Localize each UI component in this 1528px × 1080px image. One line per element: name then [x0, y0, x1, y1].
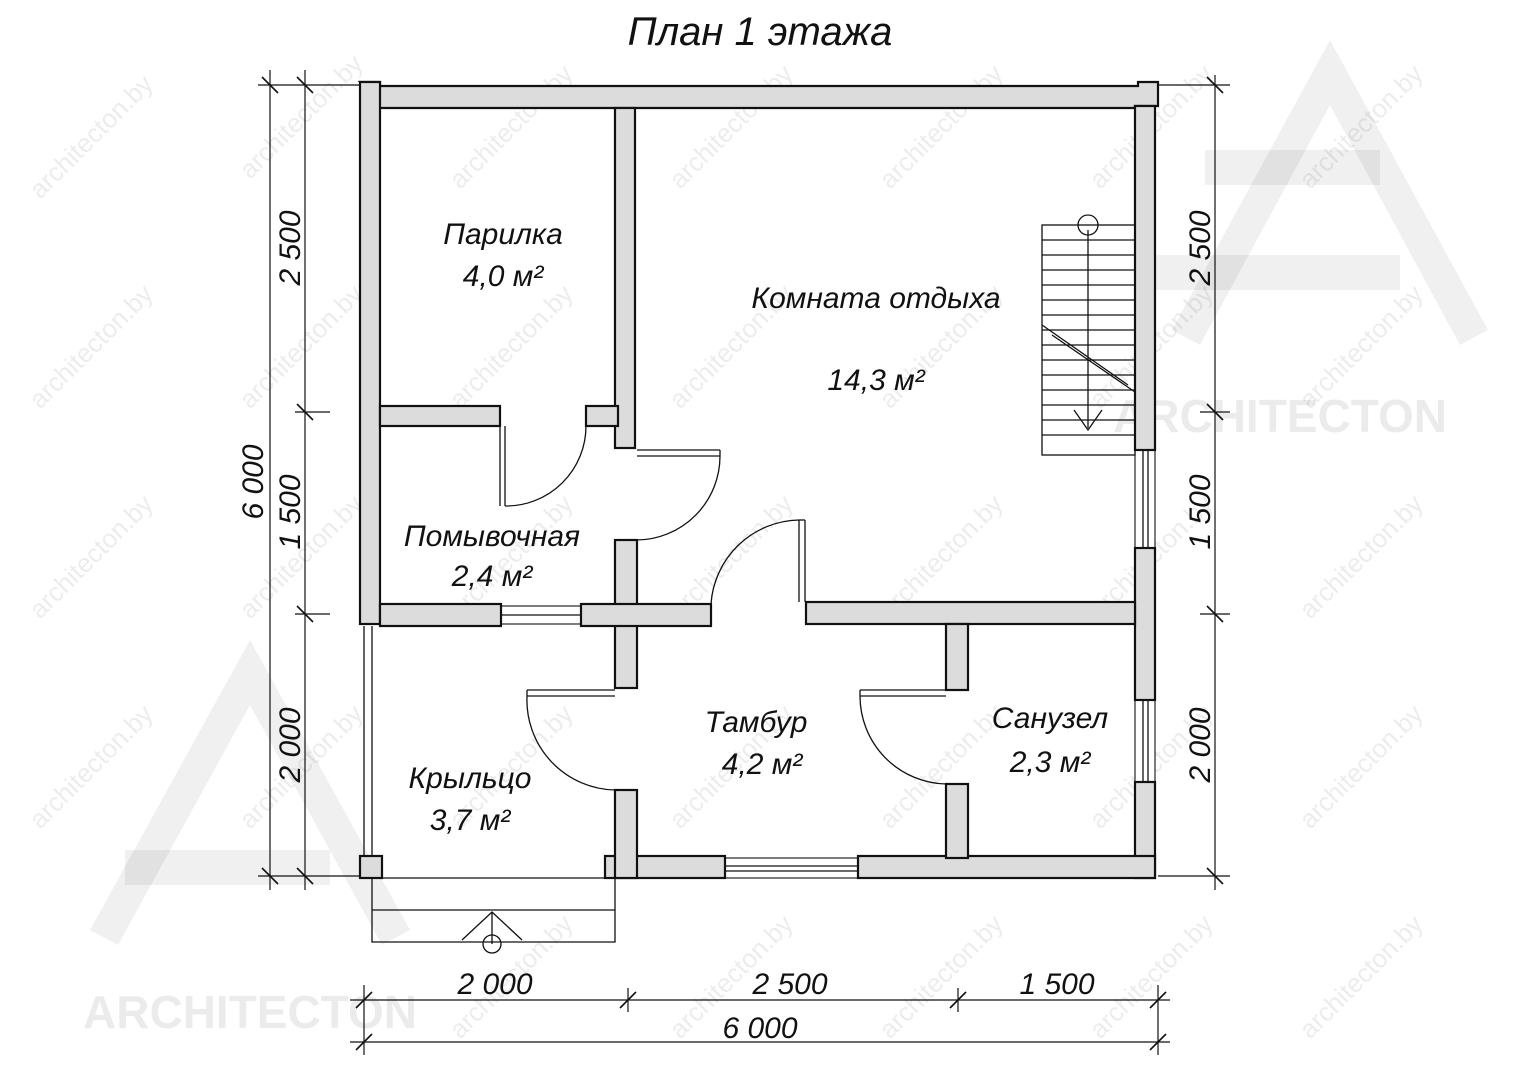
room-area-steam: 4,0 м² [463, 260, 545, 293]
watermark-url: architecton.by [663, 59, 799, 195]
outer-wall-bottom-right [856, 854, 1157, 880]
watermark-url: architecton.by [23, 699, 159, 835]
watermark-logo-left: ARCHITECTON [83, 640, 417, 1038]
watermark-url: architecton.by [1293, 489, 1429, 625]
dim-bottom-part-1: 2 000 [456, 968, 532, 1001]
watermark-url: architecton.by [443, 59, 579, 195]
room-area-bathroom: 2,3 м² [1009, 746, 1092, 779]
plan-title: План 1 этажа [628, 10, 893, 54]
watermark-url: architecton.by [1293, 699, 1429, 835]
door-steam-room [499, 416, 587, 507]
door-wash-room [636, 449, 721, 541]
stair-start-marker [1077, 214, 1099, 236]
partition-steam-lounge [613, 106, 637, 450]
watermark-url: architecton.by [873, 909, 1009, 1045]
dim-left-total: 6 000 [237, 444, 270, 519]
dimensions-right: 2 500 1 500 2 000 [1158, 75, 1230, 890]
walls [357, 80, 1160, 880]
window-lounge [1134, 449, 1156, 549]
partition-wash-porch [378, 602, 503, 628]
partition-steam-wash-left [378, 404, 502, 428]
dim-bottom-part-2: 2 500 [751, 968, 827, 1001]
outer-wall-top [357, 80, 1160, 110]
window-bathroom [1134, 699, 1156, 783]
room-labels: Парилка 4,0 м² Комната отдыха 14,3 м² По… [404, 218, 1108, 837]
dim-bottom-part-3: 1 500 [1019, 968, 1094, 1001]
watermark-url: architecton.by [1083, 909, 1219, 1045]
watermark-url: architecton.by [873, 59, 1009, 195]
partition-cross [579, 602, 713, 628]
partition-porch-vestibule [613, 788, 639, 880]
watermark-url: architecton.by [233, 279, 369, 415]
doors [499, 416, 947, 791]
entrance-marker [482, 934, 502, 954]
outer-wall-right-middle [1133, 546, 1157, 702]
room-area-lounge: 14,3 м² [827, 364, 925, 397]
dim-left-part-2: 1 500 [274, 474, 307, 549]
watermark-url: architecton.by [443, 279, 579, 415]
dim-right-part-3: 2 000 [1184, 707, 1217, 783]
watermark-url: architecton.by [23, 489, 159, 625]
room-name-wash: Помывочная [404, 520, 580, 553]
room-name-steam: Парилка [443, 218, 563, 251]
room-area-wash: 2,4 м² [451, 560, 534, 593]
dim-right-part-1: 2 500 [1184, 210, 1217, 286]
windows [500, 449, 1156, 879]
watermark-url: architecton.by [23, 279, 159, 415]
watermark-url: architecton.by [233, 49, 369, 185]
door-lounge [710, 519, 806, 605]
room-name-lounge: Комната отдыха [751, 282, 1000, 315]
watermark-url-grid: architecton.by architecton.by architecto… [23, 49, 1429, 1045]
outer-wall-right-upper [1133, 104, 1157, 452]
porch [363, 626, 616, 954]
dim-bottom-total: 6 000 [722, 1012, 797, 1045]
dim-left-part-3: 2 000 [274, 707, 307, 783]
room-name-vestibule: Тамбур [705, 706, 808, 739]
room-name-bathroom: Санузел [992, 702, 1108, 735]
watermark-logo-right: ARCHITECTON [1113, 40, 1488, 442]
watermark-url: architecton.by [1293, 909, 1429, 1045]
watermark-brand-right: ARCHITECTON [1113, 390, 1447, 442]
dimensions-left: 6 000 2 500 1 500 2 000 [237, 70, 360, 890]
outer-wall-left [358, 80, 382, 626]
staircase [1041, 214, 1136, 456]
partition-lounge-bathroom [804, 600, 1137, 626]
dim-right-part-2: 1 500 [1184, 474, 1217, 549]
watermark: ARCHITECTON ARCHITECTON architecton.by a… [23, 40, 1488, 1044]
door-bathroom [859, 689, 947, 785]
watermark-brand-left: ARCHITECTON [83, 986, 417, 1038]
watermark-url: architecton.by [873, 699, 1009, 835]
dimensions-bottom: 2 000 2 500 1 500 6 000 [350, 968, 1170, 1055]
room-area-porch: 3,7 м² [430, 804, 512, 837]
dim-left-part-1: 2 500 [274, 210, 307, 286]
partition-bathroom-lower [944, 782, 970, 860]
partition-bathroom-upper [944, 622, 970, 692]
watermark-url: architecton.by [23, 69, 159, 205]
window-vestibule [724, 857, 859, 879]
partition-steam-wash-right [584, 404, 620, 428]
door-entrance [526, 689, 616, 791]
room-name-porch: Крыльцо [409, 762, 532, 795]
room-area-vestibule: 4,2 м² [722, 748, 804, 781]
porch-post [358, 854, 384, 880]
